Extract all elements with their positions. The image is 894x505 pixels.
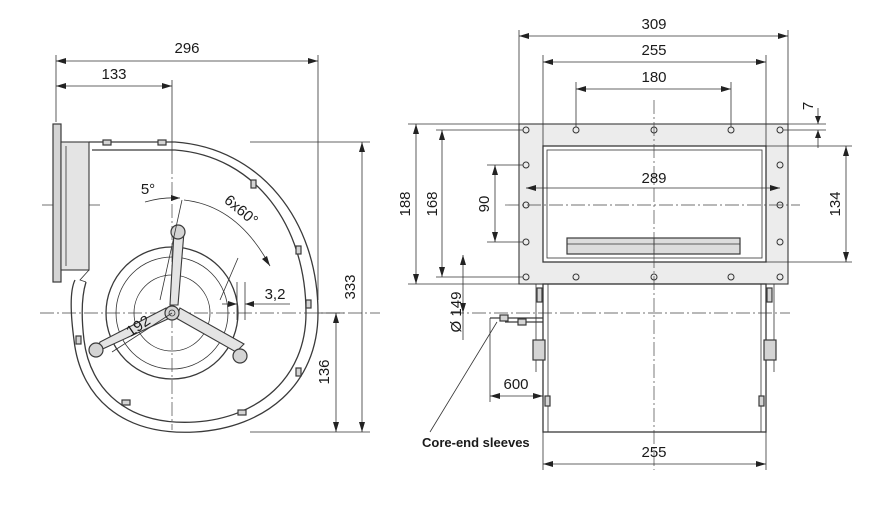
dim-flange-width: 309	[641, 16, 666, 33]
hub-spokes	[88, 224, 248, 364]
side-housing	[542, 283, 767, 433]
core-end-sleeves-label: Core-end sleeves	[422, 435, 530, 450]
side-view: 309 255 180 289 188 168	[397, 16, 852, 470]
dim-hole-spacing-side: 90	[476, 196, 493, 213]
impeller-blades-visible	[566, 237, 741, 255]
dim-diameter: Ø 149	[448, 292, 465, 333]
scroll-housing-outer	[70, 141, 319, 433]
dim-hole-pitch-vertical: 168	[424, 191, 441, 216]
front-view: 296 133 333 136 5° 6x60°	[40, 40, 380, 433]
side-clips	[532, 287, 777, 407]
dim-gap: 3,2	[265, 286, 286, 303]
dim-overall-width: 296	[174, 40, 199, 57]
flange-plate	[60, 141, 90, 271]
dim-angle-spokes: 6x60°	[221, 192, 261, 230]
dim-housing-width: 255	[641, 444, 666, 461]
dim-outlet-height: 134	[827, 191, 844, 216]
dim-axis-height: 136	[316, 359, 333, 384]
mounting-flange	[52, 123, 62, 283]
dim-angle-small: 5°	[141, 181, 155, 198]
dim-edge-offset: 7	[800, 102, 817, 110]
dim-outlet-width: 289	[641, 170, 666, 187]
dim-flange-height: 188	[397, 191, 414, 216]
dim-axis-offset: 133	[101, 66, 126, 83]
dim-hole-pitch-wide: 255	[641, 42, 666, 59]
dim-hole-pitch-narrow: 180	[641, 69, 666, 86]
dim-cable-length: 600	[503, 376, 528, 393]
dim-height-total: 333	[342, 274, 359, 299]
cable-leads	[490, 314, 543, 326]
housing-bolts	[75, 139, 312, 416]
